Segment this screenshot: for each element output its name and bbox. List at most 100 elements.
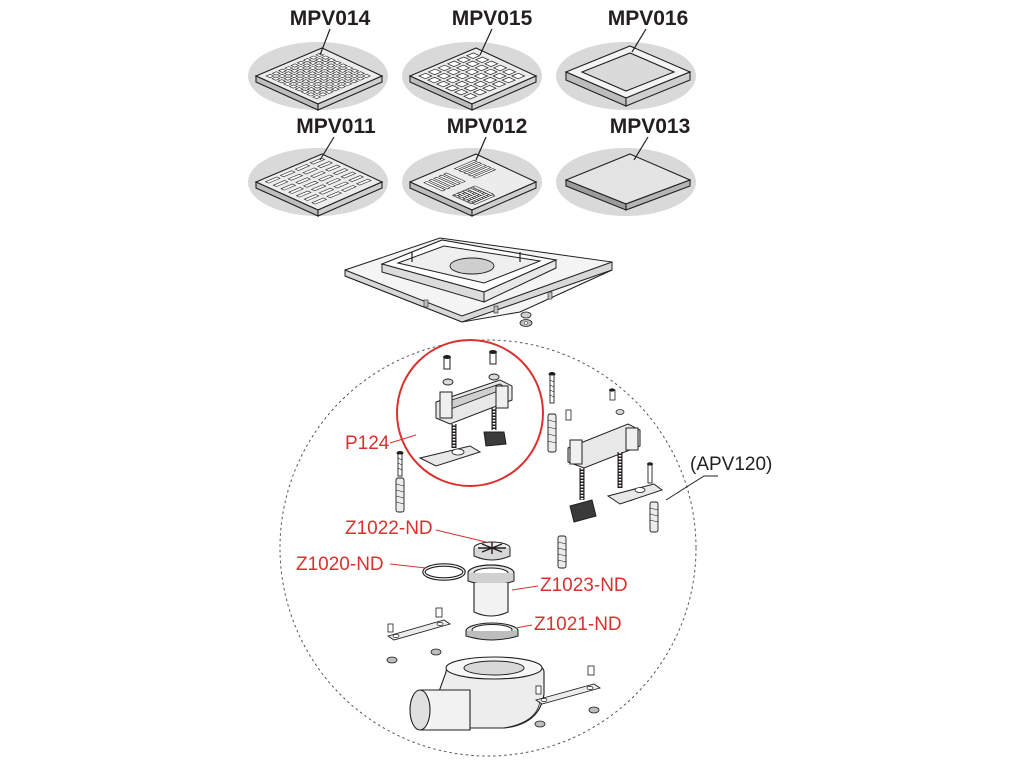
grate-hole [326,58,336,63]
grate-hole [437,64,452,72]
grate-hole [307,76,317,81]
grate-hole [483,60,499,67]
grate-hole [283,76,293,81]
grate-hole [332,168,349,176]
leader-mpv011 [319,136,335,161]
drain-trap-body [409,656,545,731]
grate-hole [501,68,517,76]
grate-hole [288,84,298,89]
grate-hole [312,89,322,94]
grate-hole [325,178,342,185]
grate-hole [463,85,479,92]
grate-hole [454,89,469,96]
grate-hole [446,60,462,67]
grate-hole [318,87,328,92]
grate-hole [319,81,329,86]
grate-hole [474,64,489,72]
grate-hole [320,55,331,60]
grate-hole [340,171,357,179]
grate-hole [433,176,456,188]
grate-hole [428,178,451,190]
grate-hole [458,161,483,173]
grate-hole [436,80,451,88]
callout-p124: P124 [345,433,390,454]
frame-nut [519,311,533,327]
grate-hole [427,68,443,76]
leader-mpv012 [475,136,487,161]
leader-z1022 [435,529,487,543]
grate-hole [427,76,442,84]
grate-hole [277,79,287,84]
grate-hole [300,89,310,94]
grate-hole [302,63,312,68]
grate-hole [301,68,312,73]
grate-hole [318,92,328,97]
grate-hole [361,73,371,79]
grate-hole [338,68,348,73]
grate-hole [349,73,359,79]
detail-boundary [279,339,697,757]
grate-hole [289,68,300,73]
grate-hole [332,60,342,65]
wall-plug-center-upper [547,409,572,453]
grate-hole [464,68,480,76]
grate-hole [482,85,497,92]
grate-hole [343,81,353,86]
grate-hole [295,76,305,81]
grate-hole [306,92,316,97]
grate-hole [303,194,320,201]
leader-z1021 [515,624,533,629]
grate-hole [350,68,360,73]
grate-hole [301,73,311,79]
grate-hole [510,72,526,80]
grate-hole [492,72,507,80]
grate-hole [355,71,366,76]
grate-hole [472,89,488,96]
grate-hole [288,187,304,194]
grate-hole [471,185,495,196]
grate-hole [465,52,481,59]
grate-hole [501,76,516,84]
grate-hole [464,76,479,84]
grate-hole [318,187,335,195]
grate-hole [453,159,478,171]
grate-hole [282,81,293,86]
grate-hole [473,80,488,88]
grate-hole [311,197,328,205]
screw-left-upper [548,372,556,404]
grate-hole [344,66,354,71]
callout-apv120: (APV120) [690,454,772,475]
screw-right-upper [647,462,653,484]
grate-hole [471,194,496,205]
grate-hole [438,174,461,186]
grate-hole [296,60,306,65]
grate-hole [302,167,319,175]
grate-hole [455,64,471,72]
grate-hole [265,73,275,79]
grate-hole [418,72,433,80]
grate-hole [314,58,324,63]
grate-hole [473,72,489,80]
grate-hole [307,81,317,86]
grate-hole [454,80,470,88]
grate-mpv014 [248,42,388,111]
grate-hole [315,52,325,57]
wall-plug-center-lower [557,535,567,569]
clamp-bar-left [386,607,452,664]
grate-label-mpv011: MPV011 [296,115,376,138]
grate-hole [296,66,306,71]
grate-hole [349,79,359,84]
grate-hole [272,180,289,187]
grate-hole [306,87,316,92]
grate-hole [307,71,317,76]
wall-plug-right [649,501,659,533]
grate-hole [289,79,299,84]
grate-hole [355,76,365,81]
grate-hole [333,181,350,189]
grate-hole [289,73,299,79]
grate-hole [317,161,333,169]
grate-hole [446,68,461,76]
grate-hole [310,171,326,178]
grate-hole [423,181,447,192]
